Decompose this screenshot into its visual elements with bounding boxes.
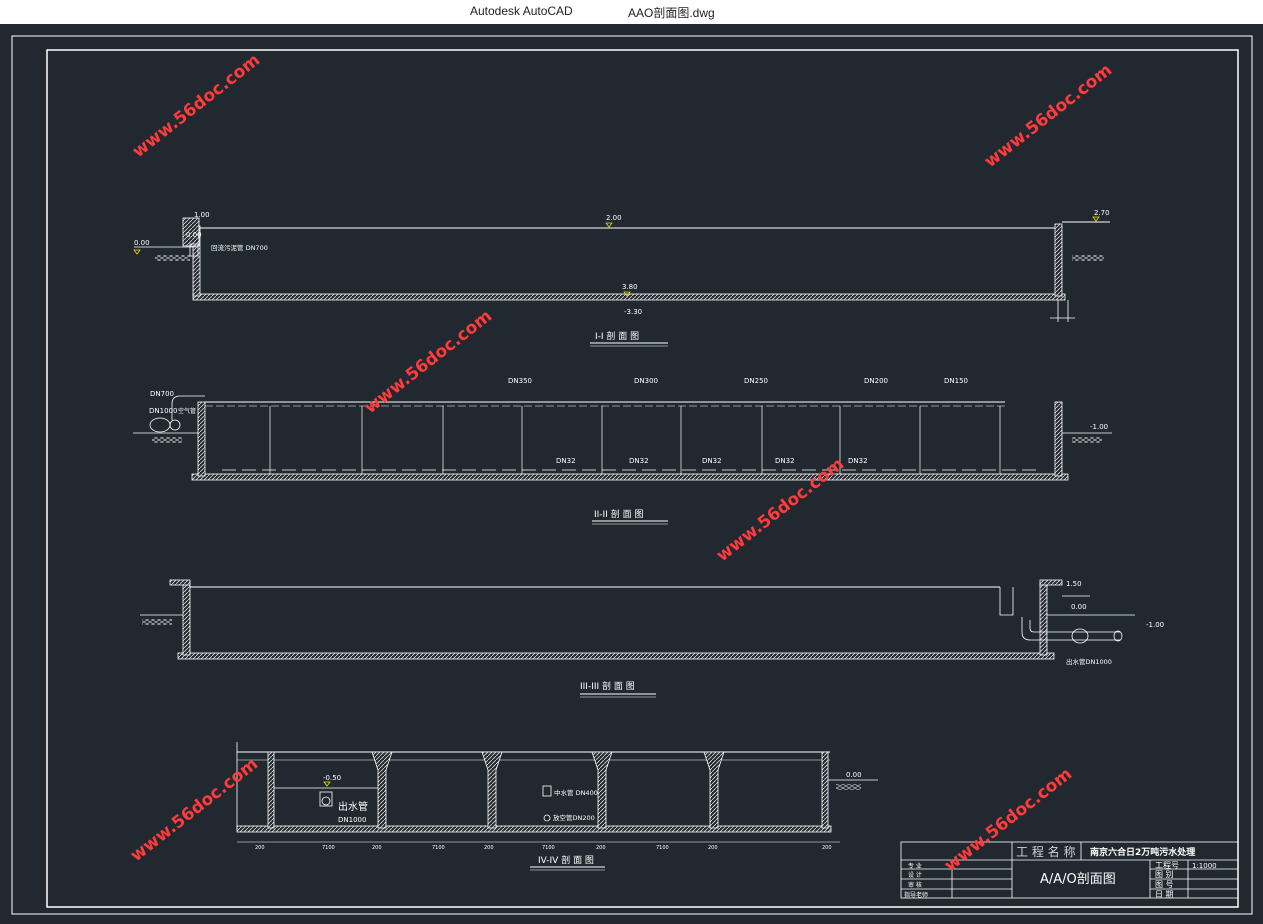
section-4-labels: -0.50 出水管 DN1000 中水管 DN400 放空管DN200 0.00… xyxy=(255,771,862,866)
dim-5: 200 xyxy=(484,845,494,851)
air-pipe-5: DN150 xyxy=(944,377,968,385)
section-2-labels: DN700 DN1000 空气管 DN350 DN300 DN250 DN200… xyxy=(149,377,1108,520)
sludge-pipe-label: 放空管DN200 xyxy=(553,813,595,822)
branch-pipe-2: DN32 xyxy=(629,457,649,465)
watermark-6: www.56doc.com xyxy=(941,764,1076,876)
mid-pipe-label: 中水管 DN400 xyxy=(554,788,598,797)
air-pipe-1: DN350 xyxy=(508,377,532,385)
section-1-title: I-I 剖 面 图 xyxy=(595,330,639,342)
section-3-title: III-III 剖 面 图 xyxy=(580,680,635,692)
elev-bottom: 3.80 xyxy=(622,283,638,291)
section-2 xyxy=(133,395,1112,525)
elev-top-left: 1.00 xyxy=(194,211,210,219)
elev-c: -1.00 xyxy=(1146,621,1164,629)
document-name: AAO剖面图.dwg xyxy=(628,6,715,20)
inner-frame xyxy=(46,49,1239,908)
section-3 xyxy=(140,579,1135,698)
elev-water: 2.00 xyxy=(606,214,622,222)
title-block-text: 工 程 名 称 南京六合日2万吨污水处理 A/A/O剖面图 专 业 设 计 审 … xyxy=(904,844,1217,899)
dim-1: 200 xyxy=(255,845,265,851)
project-label: 工 程 名 称 xyxy=(1016,844,1075,859)
cad-drawing[interactable]: 0.00 1.00 0.00 回流污泥管 DN700 2.00 2.70 3.8… xyxy=(0,24,1263,920)
watermark-1: www.56doc.com xyxy=(129,50,264,162)
row-right-3: 图 号 xyxy=(1155,880,1174,889)
elev-right-4: 0.00 xyxy=(846,771,862,779)
return-sludge-pipe-label: 回流污泥管 DN700 xyxy=(211,243,268,252)
outlet-dn: DN1000 xyxy=(338,816,366,824)
row-right-2: 图 别 xyxy=(1155,870,1174,879)
watermark-3: www.56doc.com xyxy=(361,306,496,418)
watermark-2: www.56doc.com xyxy=(981,60,1116,172)
row-left-3: 审 核 xyxy=(908,881,922,889)
outlet-pipe-label: 出水管DN1000 xyxy=(1066,657,1112,666)
main-pipe-label: DN700 xyxy=(150,390,174,398)
dim-3: 200 xyxy=(372,845,382,851)
blower-pipe-label: DN1000 xyxy=(149,407,177,415)
title-block xyxy=(900,841,1239,899)
air-pipe-4: DN200 xyxy=(864,377,888,385)
row-right-1: 工程号 xyxy=(1155,861,1179,870)
elev-right: 2.70 xyxy=(1094,209,1110,217)
elev-left: 0.00 xyxy=(134,239,150,247)
dim-7: 200 xyxy=(596,845,606,851)
scale: 1:1000 xyxy=(1192,862,1217,870)
branch-pipe-1: DN32 xyxy=(556,457,576,465)
row-right-4: 日 期 xyxy=(1155,890,1174,899)
dim-9: 200 xyxy=(708,845,718,851)
elev-a: 1.50 xyxy=(1066,580,1082,588)
section-1 xyxy=(134,217,1110,347)
elev-right-2: -1.00 xyxy=(1090,423,1108,431)
outlet-label: 出水管 xyxy=(338,800,368,813)
row-left-1: 专 业 xyxy=(908,862,922,870)
watermark-4: www.56doc.com xyxy=(713,454,848,566)
dim-10: 200 xyxy=(822,845,832,851)
elev-inlet: 0.00 xyxy=(186,231,202,239)
dim-6: 7100 xyxy=(542,845,555,851)
blower-label: 空气管 xyxy=(178,407,196,415)
section-1-labels: 0.00 1.00 0.00 回流污泥管 DN700 2.00 2.70 3.8… xyxy=(133,209,1110,342)
dim-2: 7100 xyxy=(322,845,335,851)
section-2-title: II-II 剖 面 图 xyxy=(594,508,643,520)
dim-8: 7100 xyxy=(656,845,669,851)
section-3-labels: 1.50 0.00 -1.00 出水管DN1000 III-III 剖 面 图 xyxy=(580,580,1164,692)
dim-4: 7100 xyxy=(432,845,445,851)
air-pipe-3: DN250 xyxy=(744,377,768,385)
app-name: Autodesk AutoCAD xyxy=(470,4,573,18)
section-4 xyxy=(236,742,878,871)
air-pipe-2: DN300 xyxy=(634,377,658,385)
drawing-canvas[interactable]: 0.00 1.00 0.00 回流污泥管 DN700 2.00 2.70 3.8… xyxy=(0,24,1263,920)
elev-b: 0.00 xyxy=(1071,603,1087,611)
branch-pipe-4: DN32 xyxy=(775,457,795,465)
elev-inner: -0.50 xyxy=(323,774,341,782)
row-left-4: 指导老师 xyxy=(904,891,928,899)
section-4-title: IV-IV 剖 面 图 xyxy=(538,854,594,866)
outer-frame xyxy=(11,35,1253,915)
project-name: 南京六合日2万吨污水处理 xyxy=(1090,846,1195,858)
elev-floor: -3.30 xyxy=(624,308,642,316)
title-bar: Autodesk AutoCAD AAO剖面图.dwg xyxy=(0,0,1263,25)
watermark-5: www.56doc.com xyxy=(127,754,262,866)
row-left-2: 设 计 xyxy=(908,871,922,879)
branch-pipe-5: DN32 xyxy=(848,457,868,465)
drawing-name: A/A/O剖面图 xyxy=(1040,872,1116,887)
branch-pipe-3: DN32 xyxy=(702,457,722,465)
